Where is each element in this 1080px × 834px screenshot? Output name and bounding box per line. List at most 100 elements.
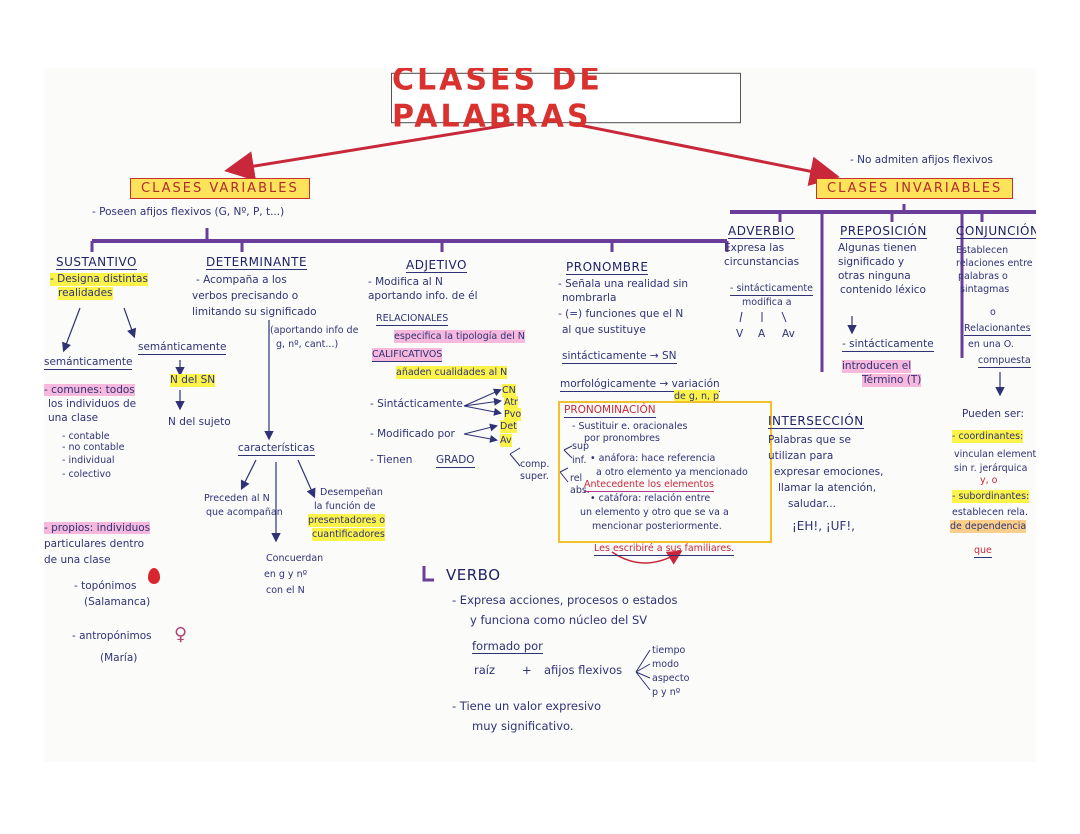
connector-lines	[62, 122, 1036, 691]
adverbio-sint-1: - sintácticamente	[730, 283, 813, 296]
adverbio-def-2: circunstancias	[724, 256, 800, 268]
determinante-c2-4: cuantificadores	[312, 528, 385, 541]
conjuncion-o: o	[990, 307, 996, 318]
sustantivo-sub-3: - individual	[62, 455, 115, 466]
interseccion-def-4: llamar la atención,	[778, 482, 877, 494]
conjuncion-coord-4: y, o	[980, 475, 998, 486]
sustantivo-topo-ex: (Salamanca)	[84, 596, 151, 608]
conjuncion-coord-3: sin r. jerárquica	[954, 463, 1028, 474]
adverbio-sint-2: modifica a	[742, 297, 792, 308]
adverbio-m-2: A	[758, 328, 766, 340]
sustantivo-n-del-sujeto: N del sujeto	[168, 416, 231, 428]
pronombre-def-2: nombrarla	[562, 292, 617, 304]
pronombre-catafora-3: mencionar posteriormente.	[592, 521, 722, 532]
sustantivo-topo: - topónimos	[74, 580, 137, 592]
determinante-def-1: - Acompaña a los	[196, 274, 287, 286]
conjuncion-rel-2: en una O.	[968, 339, 1014, 350]
adjetivo-fn-2: Atr	[504, 396, 518, 409]
verbo-plus: +	[522, 663, 532, 677]
interseccion-def-5: saludar...	[788, 498, 836, 510]
determinante-c2-1: Desempeñan	[320, 487, 383, 498]
pronombre-catafora-2: un elemento y otro que se va a	[580, 507, 729, 518]
sustantivo-sub-2: - no contable	[62, 442, 125, 453]
sustantivo-sub-4: - colectivo	[62, 469, 111, 480]
adjetivo-fn-1: CN	[502, 384, 516, 397]
sustantivo-comunes-2: los individuos de	[48, 398, 137, 410]
verbo-def-1: - Expresa acciones, procesos o estados	[452, 593, 678, 607]
interseccion-def-3: expresar emociones,	[774, 466, 884, 478]
arrow-to-variables	[224, 122, 515, 181]
pronombre-anafora-2: a otro elemento ya mencionado	[596, 467, 748, 478]
determinante-def-2: verbos precisando o	[192, 290, 299, 302]
preposicion-def-1: Algunas tienen	[838, 242, 917, 254]
sustantivo-n-del-sn: N del SN	[170, 374, 216, 387]
determinante-paren-1: (aportando info de	[270, 325, 359, 336]
pronombre-p-2: por pronombres	[584, 433, 660, 444]
adjetivo-cal-def: añaden cualidades al N	[396, 366, 508, 379]
pronombre-p-1: - Sustituir e. oracionales	[572, 421, 688, 432]
adjetivo-modificado: - Modificado por	[370, 428, 455, 440]
pronombre-header: PRONOMBRE	[566, 260, 649, 275]
sustantivo-def-2: realidades	[58, 287, 113, 300]
conjuncion-def-1: Establecen	[956, 245, 1009, 256]
interseccion-def-1: Palabras que se	[768, 434, 851, 446]
adverbio-m-3: Av	[782, 328, 795, 340]
adjetivo-calificativos: CALIFICATIVOS	[372, 348, 443, 362]
mindmap-sheet: CLASES DE PALABRAS CLASES VARIABLES - Po…	[44, 68, 1036, 762]
sustantivo-propios-3: de una clase	[44, 554, 111, 566]
arrow-to-invariables	[573, 122, 840, 187]
map-pin-icon	[148, 568, 160, 584]
sustantivo-comunes-3: una clase	[48, 412, 99, 424]
pronombre-catafora: • catáfora: relación entre	[590, 493, 711, 504]
pronombre-sintact: sintácticamente → SN	[562, 350, 677, 364]
sustantivo-def-1: - Designa distintas	[50, 273, 148, 286]
person-icon: ♀	[174, 624, 188, 645]
pronombre-bottom: Les escribiré a sus familiares.	[594, 543, 735, 556]
determinante-caract: características	[238, 442, 315, 456]
conjuncion-coord: - coordinantes:	[952, 430, 1024, 443]
verbo-a-3: aspecto	[652, 673, 690, 684]
sustantivo-antro-ex: (María)	[100, 652, 138, 664]
verbo-def-2: y funciona como núcleo del SV	[470, 613, 648, 627]
interseccion-ex: ¡EH!, ¡UF!,	[792, 519, 855, 533]
sustantivo-propios: - propios: individuos	[44, 522, 151, 534]
adjetivo-g-inf: inf.	[572, 455, 587, 466]
conjuncion-subord-2: establecen rela.	[952, 507, 1028, 518]
sustantivo-antro: - antropónimos	[72, 630, 152, 642]
preposicion-sint: - sintácticamente	[842, 338, 934, 352]
preposicion-intro-1: introducen el	[842, 360, 912, 373]
preposicion-def-4: contenido léxico	[840, 284, 926, 296]
determinante-header: DETERMINANTE	[206, 255, 308, 270]
adjetivo-relacionales: RELACIONALES	[376, 313, 449, 326]
determinante-c3-2: en g y nº	[264, 569, 308, 580]
adjetivo-g-abs: abs.	[570, 485, 590, 496]
adjetivo-def-2: aportando info. de él	[368, 290, 478, 302]
sustantivo-comunes: - comunes: todos	[44, 384, 135, 396]
determinante-c3-3: con el N	[266, 585, 305, 596]
preposicion-def-3: otras ninguna	[838, 270, 911, 282]
conjuncion-def-2: relaciones entre	[956, 258, 1033, 269]
interseccion-header: INTERSECCIÓN	[768, 414, 864, 429]
conjuncion-pueden: Pueden ser:	[962, 408, 1024, 420]
pronominacion-box	[558, 401, 772, 543]
adverbio-def-1: Expresa las	[724, 242, 785, 254]
conjuncion-header: CONJUNCIÓN	[956, 224, 1036, 239]
conjuncion-subord-3: de dependencia	[950, 520, 1027, 533]
conjuncion-que: que	[974, 545, 992, 558]
page-title: CLASES DE PALABRAS	[391, 68, 741, 135]
adjetivo-header: ADJETIVO	[406, 258, 467, 273]
conjuncion-def-3: palabras o	[958, 271, 1008, 282]
adjetivo-rel-def: especifica la tipología del N	[394, 330, 525, 343]
pronombre-def-3: - (=) funciones que el N	[558, 308, 684, 320]
pronombre-anafora: • anáfora: hace referencia	[590, 453, 716, 464]
verbo-a-4: p y nº	[652, 687, 681, 698]
verbo-afijos: afijos flexivos	[544, 663, 623, 677]
pronombre-anafora-3: Antecedente los elementos	[584, 479, 714, 492]
pronombre-def-4: al que sustituye	[562, 324, 646, 336]
pronombre-morfo: morfológicamente → variación	[560, 378, 720, 392]
adjetivo-def-1: - Modifica al N	[368, 276, 443, 288]
determinante-def-3: limitando su significado	[192, 306, 317, 318]
variables-label: CLASES VARIABLES	[130, 178, 310, 199]
adjetivo-fn-3: Pvo	[504, 408, 522, 421]
adjetivo-grado-pre: - Tienen	[370, 454, 413, 466]
